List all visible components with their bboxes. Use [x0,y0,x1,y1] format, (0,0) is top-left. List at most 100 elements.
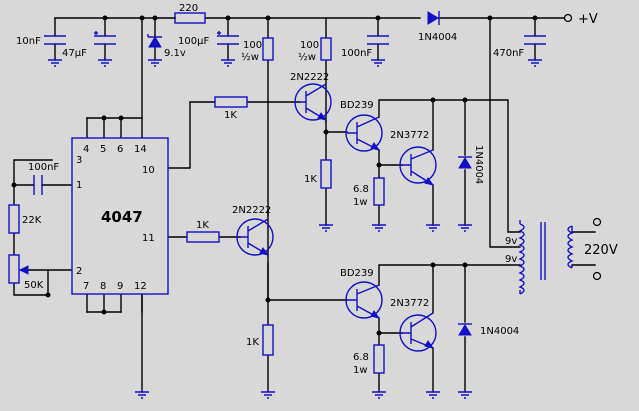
capacitor-470nf [524,35,546,45]
label-r100a-pw: ½w [241,51,259,63]
label-r100a-val: 100 [243,40,262,51]
label-sec-bot: 9v [505,254,517,265]
resistor-1k-upper-emitter [320,159,332,189]
ground-icon [458,391,472,399]
label-r-emitter-lower: 1K [246,337,259,348]
supply-label: +V [578,12,598,27]
ground-icon [48,59,62,67]
ground-icon [98,59,112,67]
label-r-base-lower: 1K [196,220,209,231]
resistor-100-a [262,37,274,61]
label-r-220: 220 [179,3,198,14]
resistor-1k-lower-base [186,231,220,243]
ground-icon [371,59,385,67]
ic-pin-5: 5 [100,144,106,155]
ground-symbols [48,59,542,399]
labels: +V 10nF 47µF 9.1v 220 100µF 100 ½w 100 ½… [16,3,618,376]
diode-upper [458,156,472,169]
resistor-1k-lower-emitter [262,324,274,356]
ground-icon [426,391,440,399]
label-pot-50k: 50K [24,280,44,291]
capacitor-100uf [217,31,239,45]
diode-rail [427,11,440,25]
label-pre-upper: BD239 [340,100,374,111]
label-primary: 220V [584,243,618,258]
capacitor-47uf [94,31,116,45]
ic-pin-11: 11 [142,233,155,244]
label-r6r8-upper-val: 6.8 [353,184,369,195]
capacitor-timing [33,175,43,195]
label-c-470nf: 470nF [493,48,524,59]
label-r100b-pw: ½w [298,51,316,63]
label-zener: 9.1v [164,48,186,59]
transistor-2n2222-upper [294,83,332,121]
label-c-100nf-rail: 100nF [341,48,372,59]
ground-icon [426,224,440,232]
label-sec-top: 9v [505,236,517,247]
resistor-22k [8,204,20,234]
ic-pin-2: 2 [76,266,82,277]
label-diode-lower: 1N4004 [480,326,519,337]
ic-pin-14: 14 [134,144,147,155]
ic-4047 [71,137,169,295]
ic-pin-12: 12 [134,281,147,292]
label-r6r8-upper-pw: 1w [353,197,368,208]
label-r6r8-lower-pw: 1w [353,365,368,376]
ic-pin-7: 7 [83,281,89,292]
label-r-22k: 22K [22,215,42,226]
transistor-2n2222-lower [236,218,274,256]
label-c-10nf: 10nF [16,36,41,47]
supply-terminal [563,13,573,23]
label-diode-upper: 1N4004 [473,145,484,184]
ground-icon [372,391,386,399]
transistor-bd239-upper [345,114,383,152]
ic-pin-4: 4 [83,144,89,155]
label-r100b-val: 100 [300,40,319,51]
label-c-47uf: 47µF [62,48,87,59]
transistor-2n3772-upper [399,146,437,186]
ic-pin-8: 8 [100,281,106,292]
label-r-emitter-upper: 1K [304,174,317,185]
output-terminal-top [592,217,602,227]
label-power-lower: 2N3772 [390,298,429,309]
ic-pin-1: 1 [76,180,82,191]
label-r6r8-lower-val: 6.8 [353,352,369,363]
zener-diode [147,34,162,48]
ground-icon [148,59,162,67]
label-pre-lower: BD239 [340,268,374,279]
label-diode-rail: 1N4004 [418,32,457,43]
capacitor-100nf-rail [367,35,389,45]
label-timing-cap: 100nF [28,162,59,173]
potentiometer-50k [8,254,29,284]
ground-icon [221,59,235,67]
resistor-100-b [320,37,332,61]
ground-icon [458,224,472,232]
junctions [11,15,538,336]
diode-lower [458,323,472,336]
resistor-6r8-upper [373,177,385,206]
label-c-100uf: 100µF [178,36,209,47]
ic-pin-3: 3 [76,155,82,166]
transistor-bd239-lower [345,281,383,319]
transistor-2n3772-lower [399,312,437,352]
transformer [518,220,574,295]
label-power-upper: 2N3772 [390,130,429,141]
label-driver-lower: 2N2222 [232,205,271,216]
output-terminal-bottom [592,271,602,281]
capacitor-10nf [44,35,66,45]
label-r-base-upper: 1K [224,110,237,121]
ground-icon [528,59,542,67]
resistor-1k-upper-base [214,96,248,108]
ground-icon [319,224,333,232]
resistor-220 [174,12,206,24]
ic-pin-9: 9 [117,281,123,292]
ic-pin-10: 10 [142,165,155,176]
ground-icon [135,391,149,399]
ground-icon [372,224,386,232]
resistor-6r8-lower [373,344,385,374]
wires [13,17,596,393]
ground-icon [261,391,275,399]
label-driver-upper: 2N2222 [290,72,329,83]
